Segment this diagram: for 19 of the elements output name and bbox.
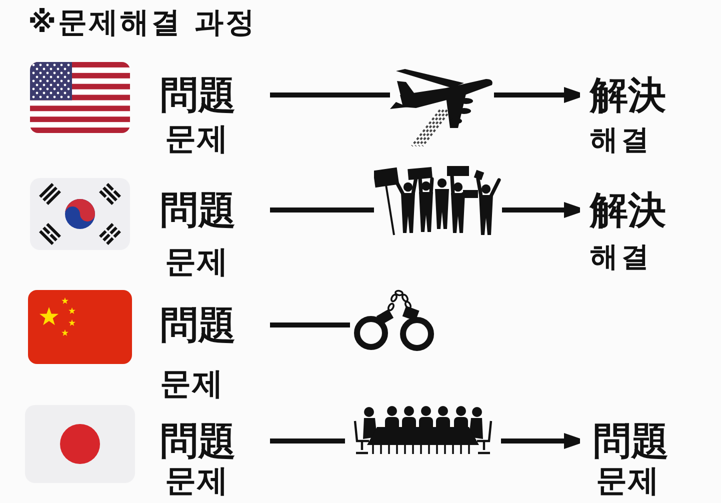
hanja-text: 問題 (593, 421, 669, 461)
hangul-text: 문제 (165, 245, 229, 279)
hanja-text: 問題 (160, 75, 236, 115)
hanja-text: 問題 (160, 190, 236, 230)
hangul-text: 문제 (596, 464, 660, 498)
connector-line (270, 322, 350, 328)
hanja-text: 解決 (590, 75, 666, 115)
hangul-text: 해결 (590, 124, 652, 155)
connector-line (270, 208, 374, 212)
hanja-text: 解決 (590, 190, 666, 230)
hanja-text: 問題 (160, 421, 236, 461)
connector-line (270, 92, 390, 98)
hangul-text: 해결 (590, 241, 652, 272)
hangul-text: 문제 (165, 122, 229, 156)
hangul-text: 문제 (165, 464, 229, 498)
hangul-text: 문제 (160, 367, 224, 401)
connector-line (270, 438, 345, 444)
hanja-text: 問題 (160, 305, 236, 345)
title: ※문제해결 과정 (28, 5, 256, 39)
